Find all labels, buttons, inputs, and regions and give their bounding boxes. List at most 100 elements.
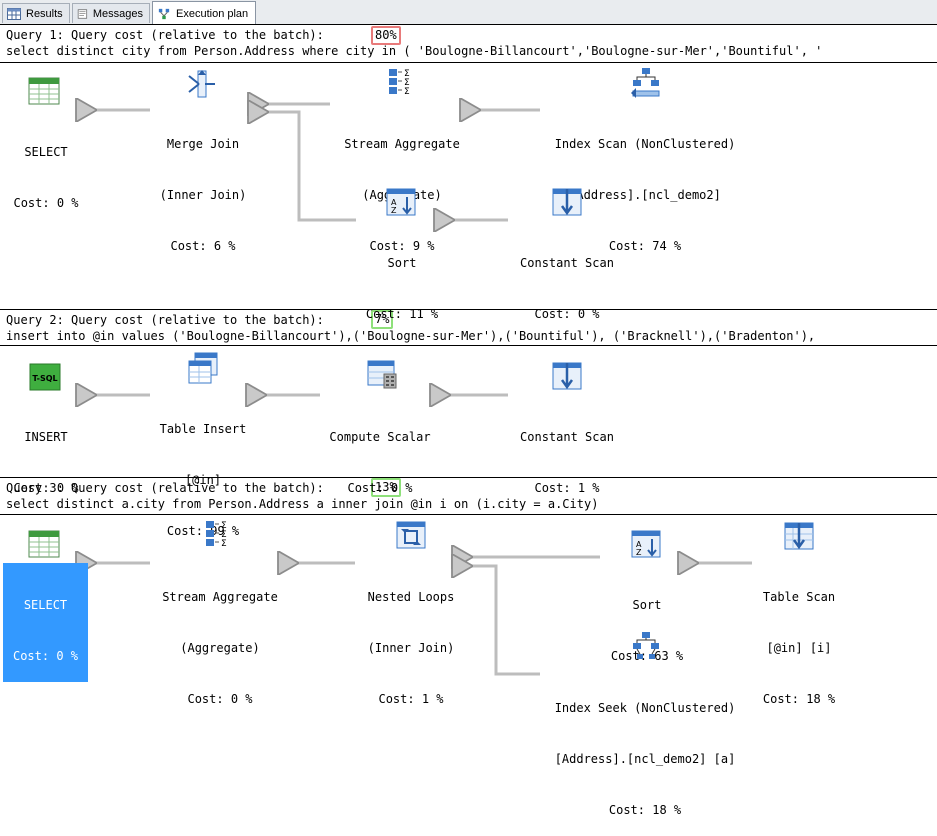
messages-icon: [77, 8, 88, 19]
tab-messages[interactable]: Messages: [72, 3, 150, 23]
q3-select-node[interactable]: SELECT Cost: 0 %: [3, 563, 88, 682]
stream-aggregate-icon: ΣΣΣ: [389, 69, 410, 97]
node-cost: Cost: 0 %: [13, 481, 79, 495]
query1-sql: select distinct city from Person.Address…: [6, 44, 823, 58]
q1-sort-node[interactable]: Sort Cost: 11 %: [348, 221, 456, 340]
select-icon: [28, 530, 60, 558]
q2-constant-scan-node[interactable]: Constant Scan Cost: 1 %: [506, 395, 628, 514]
query2-header: Query 2: Query cost (relative to the bat…: [0, 309, 937, 346]
q3-stream-aggregate-node[interactable]: Stream Aggregate (Aggregate) Cost: 0 %: [140, 555, 300, 725]
node-name: Index Seek (NonClustered): [554, 701, 736, 715]
svg-text:Σ: Σ: [404, 87, 410, 97]
node-subtitle: (Inner Join): [367, 641, 455, 655]
q2-insert-node[interactable]: INSERT Cost: 0 %: [4, 395, 88, 514]
q1-constant-scan-node[interactable]: Constant Scan Cost: 0 %: [506, 221, 628, 340]
node-cost: Cost: 1 %: [378, 692, 444, 706]
plan-connectors: [0, 0, 752, 676]
tab-results[interactable]: Results: [2, 3, 70, 23]
node-subtitle: (Inner Join): [159, 188, 247, 202]
node-cost: Cost: 1 %: [534, 481, 600, 495]
node-name: INSERT: [24, 430, 68, 444]
node-subtitle: [Address].[ncl_demo2]: [569, 188, 721, 202]
node-cost: Cost: 6 %: [170, 239, 236, 253]
node-name: Sort: [387, 256, 417, 270]
node-name: Sort: [632, 598, 662, 612]
node-name: Constant Scan: [520, 430, 614, 444]
node-name: Stream Aggregate: [162, 590, 278, 604]
q1-stream-aggregate-node[interactable]: Stream Aggregate (Aggregate) Cost: 9 %: [322, 102, 482, 272]
node-cost: Cost: 63 %: [610, 649, 684, 663]
svg-text:Z: Z: [636, 548, 642, 557]
grid-icon: [7, 7, 21, 20]
node-name: Table Insert: [159, 422, 247, 436]
query1-cost-badge: 80%: [371, 26, 401, 45]
query2-cost-badge: 7%: [371, 310, 394, 329]
node-name: SELECT: [23, 598, 68, 612]
query1-title: Query 1: Query cost (relative to the bat…: [6, 28, 324, 42]
node-subtitle: [@in] [i]: [766, 641, 832, 655]
constant-scan-icon: [552, 188, 582, 216]
node-cost: Cost: 0 %: [12, 649, 79, 663]
svg-text:Σ: Σ: [221, 539, 227, 549]
nested-loops-icon: [396, 521, 426, 549]
tab-messages-label: Messages: [92, 7, 143, 20]
results-tab-bar: Results Messages Execution plan: [0, 0, 937, 25]
tab-execution-plan-label: Execution plan: [176, 7, 249, 20]
node-cost: Cost: 18 %: [762, 692, 836, 706]
q1-merge-join-node[interactable]: Merge Join (Inner Join) Cost: 6 %: [140, 102, 266, 272]
sort-icon: A Z: [631, 530, 661, 558]
q3-nested-loops-node[interactable]: Nested Loops (Inner Join) Cost: 1 %: [348, 555, 474, 725]
table-insert-icon: [188, 352, 218, 384]
q2-compute-scalar-node[interactable]: Compute Scalar Cost: 0 %: [318, 395, 442, 514]
q1-index-scan-node[interactable]: Index Scan (NonClustered) [Address].[ncl…: [530, 102, 760, 272]
node-name: SELECT: [24, 145, 68, 159]
constant-scan-icon: [552, 362, 582, 390]
node-name: Constant Scan: [520, 256, 614, 270]
svg-text:Σ: Σ: [221, 521, 227, 531]
index-seek-icon: [633, 632, 659, 659]
merge-join-icon: [188, 70, 215, 98]
svg-text:Σ: Σ: [404, 78, 410, 88]
q1-select-node[interactable]: SELECT Cost: 0 %: [4, 110, 88, 229]
index-scan-icon: [631, 68, 660, 98]
node-cost: Cost: 74 %: [608, 239, 682, 253]
select-icon: [28, 77, 60, 105]
node-cost: Cost: 0 %: [187, 692, 253, 706]
node-name: Table Scan: [762, 590, 836, 604]
svg-text:A: A: [391, 198, 397, 207]
query3-sql: select distinct a.city from Person.Addre…: [6, 497, 599, 511]
sort-icon: A Z: [386, 188, 416, 216]
stream-aggregate-icon: ΣΣΣ: [206, 521, 227, 549]
query2-title: Query 2: Query cost (relative to the bat…: [6, 313, 324, 327]
q3-index-seek-node[interactable]: Index Seek (NonClustered) [Address].[ncl…: [530, 666, 760, 836]
tab-results-label: Results: [26, 7, 63, 20]
q3-sort-node[interactable]: Sort Cost: 63 %: [594, 563, 700, 682]
query3-cost-badge: 13%: [371, 478, 401, 497]
node-name: Index Scan (NonClustered): [554, 137, 736, 151]
compute-scalar-icon: [367, 360, 397, 389]
node-name: Stream Aggregate: [344, 137, 460, 151]
query2-sql: insert into @in values ('Boulogne-Billan…: [6, 329, 816, 343]
svg-text:T-SQL: T-SQL: [32, 374, 57, 383]
node-cost: Cost: 0 %: [13, 196, 79, 210]
svg-text:A: A: [636, 540, 642, 549]
execution-plan-icon: [158, 8, 170, 19]
node-name: Compute Scalar: [329, 430, 431, 444]
node-subtitle: [@in]: [184, 473, 222, 487]
node-name: Merge Join: [166, 137, 240, 151]
svg-text:Z: Z: [391, 206, 397, 215]
node-subtitle: (Aggregate): [180, 641, 260, 655]
node-name: Nested Loops: [367, 590, 455, 604]
q2-table-insert-node[interactable]: Table Insert [@in] Cost: 99 %: [140, 387, 266, 557]
node-cost: Cost: 18 %: [608, 803, 682, 817]
tab-execution-plan[interactable]: Execution plan: [152, 1, 256, 25]
node-cost: Cost: 11 %: [365, 307, 439, 321]
svg-text:Σ: Σ: [221, 530, 227, 540]
table-scan-icon: [784, 522, 814, 550]
node-cost: Cost: 9 %: [369, 239, 435, 253]
query3-header: Query 3: Query cost (relative to the bat…: [0, 477, 937, 515]
node-subtitle: [Address].[ncl_demo2] [a]: [554, 752, 736, 766]
tsql-icon: T-SQL: [29, 363, 61, 391]
node-cost: Cost: 0 %: [534, 307, 600, 321]
q3-table-scan-node[interactable]: Table Scan [@in] [i] Cost: 18 %: [746, 555, 852, 725]
